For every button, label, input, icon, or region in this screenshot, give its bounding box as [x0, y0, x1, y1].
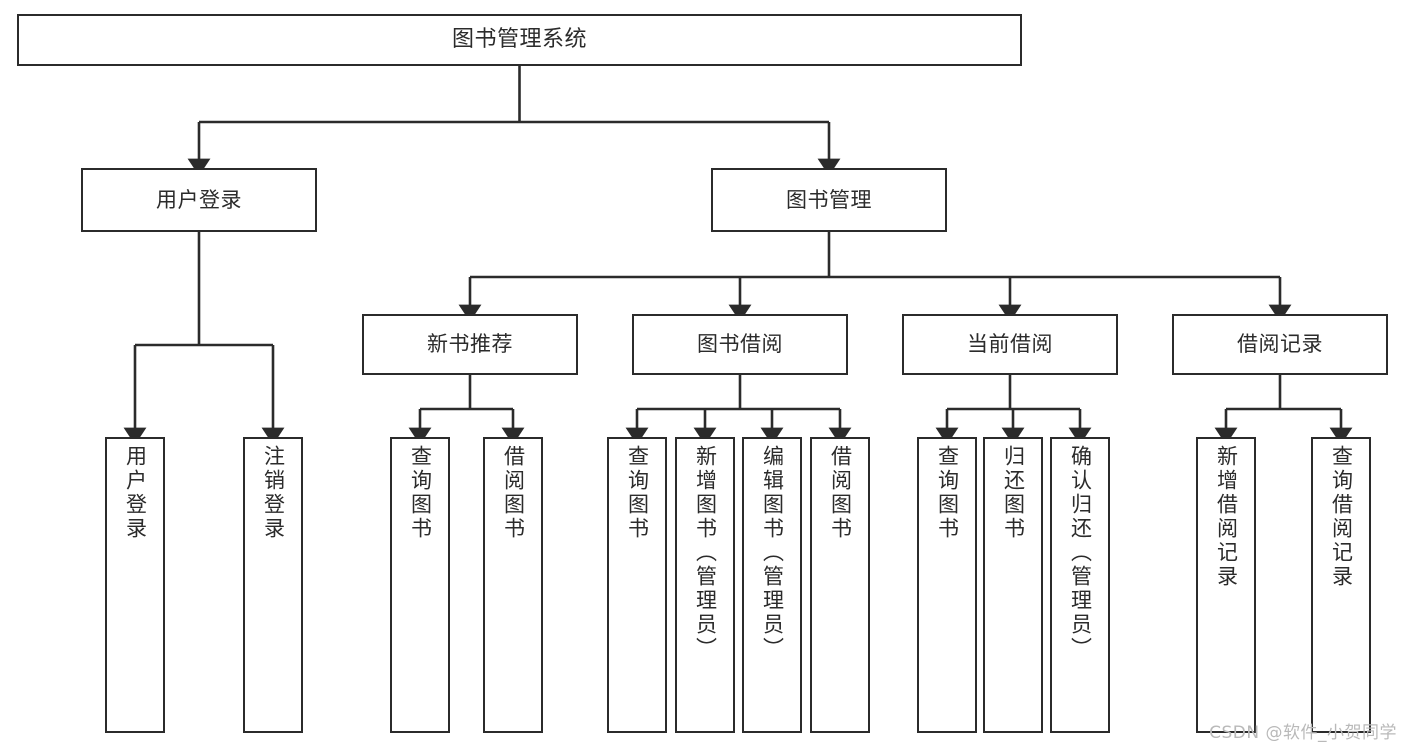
node-user-login[interactable]: 用户登录 — [81, 168, 317, 232]
node-current-borrowing[interactable]: 当前借阅 — [902, 314, 1118, 375]
node-label: 用户登录 — [123, 445, 148, 541]
node-leaf-query-book-rec[interactable]: 查询图书 — [390, 437, 450, 733]
node-leaf-query-borrow-record[interactable]: 查询借阅记录 — [1311, 437, 1371, 733]
node-leaf-query-book-borrow[interactable]: 查询图书 — [607, 437, 667, 733]
node-leaf-edit-book-admin[interactable]: 编辑图书（管理员） — [742, 437, 802, 733]
node-label: 查询借阅记录 — [1329, 445, 1354, 589]
node-book-borrowing[interactable]: 图书借阅 — [632, 314, 848, 375]
node-label: 确认归还（管理员） — [1068, 445, 1093, 661]
node-new-book-recommendation[interactable]: 新书推荐 — [362, 314, 578, 375]
node-label: 图书管理 — [786, 187, 872, 212]
node-leaf-borrow-book[interactable]: 借阅图书 — [810, 437, 870, 733]
node-label: 查询图书 — [935, 445, 960, 541]
node-leaf-add-book-admin[interactable]: 新增图书（管理员） — [675, 437, 735, 733]
node-label: 借阅记录 — [1237, 332, 1323, 357]
node-leaf-borrow-book-rec[interactable]: 借阅图书 — [483, 437, 543, 733]
node-borrowing-records[interactable]: 借阅记录 — [1172, 314, 1388, 375]
node-label: 用户登录 — [156, 187, 242, 212]
node-label: 借阅图书 — [501, 445, 526, 541]
node-label: 归还图书 — [1001, 445, 1026, 541]
node-label: 新增图书（管理员） — [693, 445, 718, 661]
node-leaf-return-book[interactable]: 归还图书 — [983, 437, 1043, 733]
node-leaf-user-login[interactable]: 用户登录 — [105, 437, 165, 733]
node-label: 注销登录 — [261, 445, 286, 541]
node-label: 借阅图书 — [828, 445, 853, 541]
node-root-book-management-system[interactable]: 图书管理系统 — [17, 14, 1022, 66]
node-label: 查询图书 — [408, 445, 433, 541]
csdn-watermark: CSDN @软件_小贺同学 — [1209, 723, 1397, 743]
node-label: 图书借阅 — [697, 332, 783, 357]
node-book-management[interactable]: 图书管理 — [711, 168, 947, 232]
node-leaf-add-borrow-record[interactable]: 新增借阅记录 — [1196, 437, 1256, 733]
node-label: 新书推荐 — [427, 332, 513, 357]
node-leaf-logout[interactable]: 注销登录 — [243, 437, 303, 733]
node-label: 编辑图书（管理员） — [760, 445, 785, 661]
node-label: 当前借阅 — [967, 332, 1053, 357]
node-label: 新增借阅记录 — [1214, 445, 1239, 589]
node-leaf-query-book-current[interactable]: 查询图书 — [917, 437, 977, 733]
node-leaf-confirm-return-admin[interactable]: 确认归还（管理员） — [1050, 437, 1110, 733]
node-label: 查询图书 — [625, 445, 650, 541]
node-label: 图书管理系统 — [451, 27, 587, 53]
